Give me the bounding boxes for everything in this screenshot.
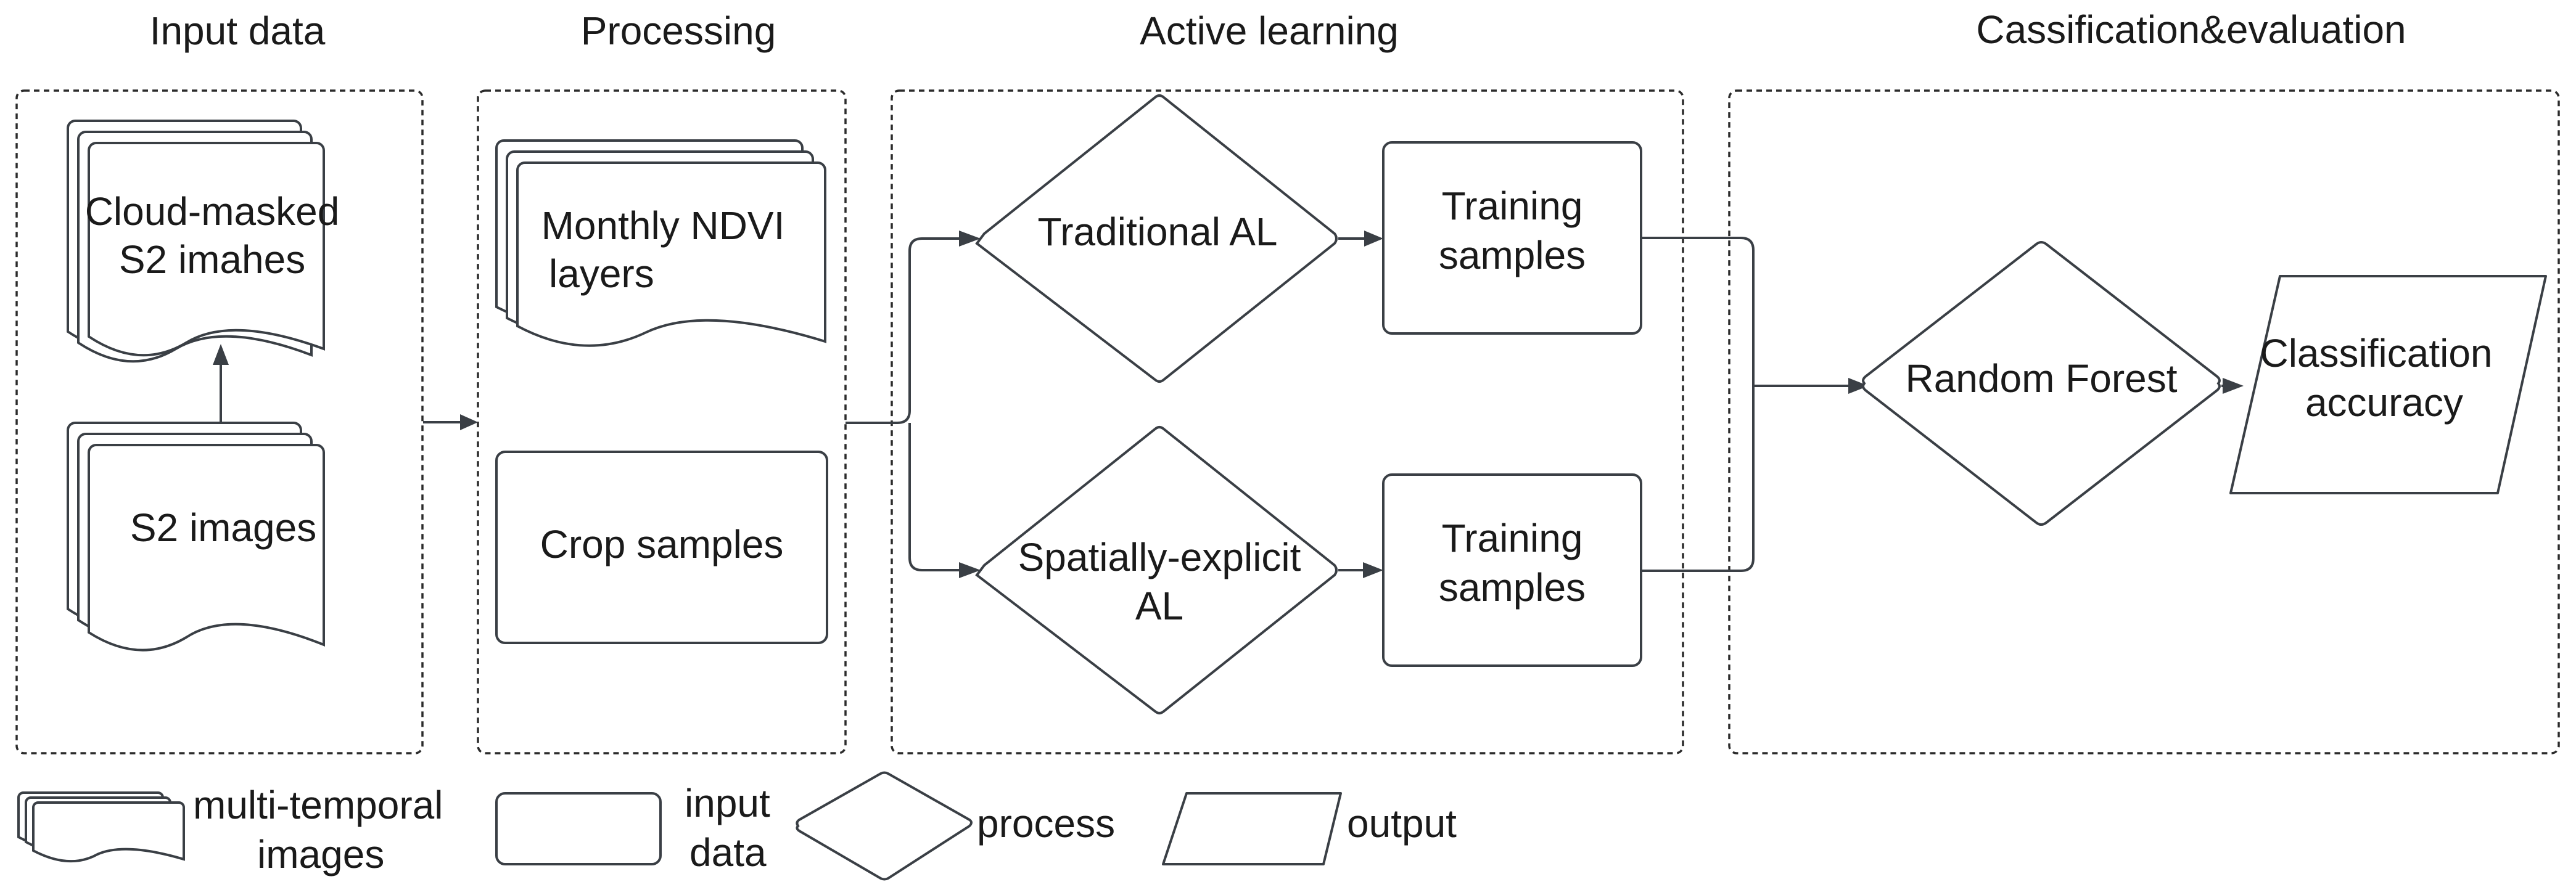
legend-input-data-label-line2: data — [689, 830, 767, 875]
accuracy-label-line1: Classification — [2260, 331, 2492, 375]
training-samples-top-node: Training samples — [1382, 141, 1642, 335]
random-forest-node: Random Forest — [1862, 241, 2221, 526]
monthly-ndvi-label-line1: Monthly NDVI — [541, 203, 785, 248]
legend-multi-temporal-label-line1: multi-temporal — [193, 783, 443, 827]
random-forest-label: Random Forest — [1905, 356, 2177, 401]
legend-process-label: process — [977, 801, 1115, 846]
training-top-label-line2: samples — [1439, 233, 1586, 277]
spatial-al-label-line1: Spatially-explicit — [1018, 535, 1301, 579]
training-bottom-label-line1: Training — [1442, 516, 1583, 560]
arrowhead-s2-to-cloud-masked — [213, 344, 229, 365]
legend: multi-temporal images input data process… — [17, 771, 1457, 881]
input-data-section — [15, 89, 424, 754]
arrowhead-to-spatial-al — [959, 562, 981, 578]
crop-samples-label: Crop samples — [540, 522, 784, 566]
arrowhead-input-to-processing — [460, 414, 478, 430]
monthly-ndvi-node: Monthly NDVI layers — [495, 139, 826, 347]
monthly-ndvi-label-line2: layers — [549, 251, 654, 296]
training-bottom-label-line2: samples — [1439, 565, 1586, 610]
s2-images-label: S2 images — [130, 505, 316, 550]
legend-input-data-icon — [495, 792, 662, 865]
cloud-masked-images-node: Cloud-masked S2 imahes — [67, 120, 340, 363]
arrowhead-spatial-to-training — [1363, 562, 1383, 578]
traditional-al-label: Traditional AL — [1038, 210, 1278, 254]
traditional-al-node: Traditional AL — [975, 94, 1338, 383]
arrowhead-traditional-to-training — [1364, 231, 1383, 247]
arrowhead-to-traditional-al — [959, 231, 981, 247]
spatial-al-node: Spatially-explicit AL — [975, 426, 1338, 714]
legend-multi-temporal-label-line2: images — [257, 832, 384, 877]
classification-accuracy-node: Classification accuracy — [2229, 275, 2547, 494]
crop-samples-node: Crop samples — [495, 451, 828, 644]
legend-input-data-label-line1: input — [685, 781, 770, 825]
legend-output-icon — [1162, 792, 1342, 865]
accuracy-label-line2: accuracy — [2305, 380, 2463, 425]
connector-training-to-random-forest — [1641, 237, 1850, 572]
classification-section — [1728, 89, 2560, 754]
arrowhead-rf-to-accuracy — [2223, 378, 2244, 394]
section-title-classification: Cassification&evaluation — [1976, 7, 2406, 52]
spatial-al-label-line2: AL — [1135, 584, 1183, 628]
legend-multi-temporal-icon — [17, 791, 185, 863]
training-top-label-line1: Training — [1442, 184, 1583, 228]
legend-output-label: output — [1347, 801, 1457, 846]
processing-section — [477, 89, 847, 754]
training-samples-bottom-node: Training samples — [1382, 473, 1642, 667]
cloud-masked-label-line1: Cloud-masked — [85, 189, 340, 234]
s2-images-node: S2 images — [67, 422, 325, 652]
section-title-input: Input data — [150, 9, 326, 53]
arrowhead-to-random-forest — [1848, 378, 1869, 394]
legend-process-icon — [796, 771, 973, 881]
section-title-active-learning: Active learning — [1140, 9, 1399, 53]
connector-processing-to-al — [846, 237, 961, 571]
section-title-processing: Processing — [581, 9, 776, 53]
cloud-masked-label-line2: S2 imahes — [119, 237, 305, 282]
